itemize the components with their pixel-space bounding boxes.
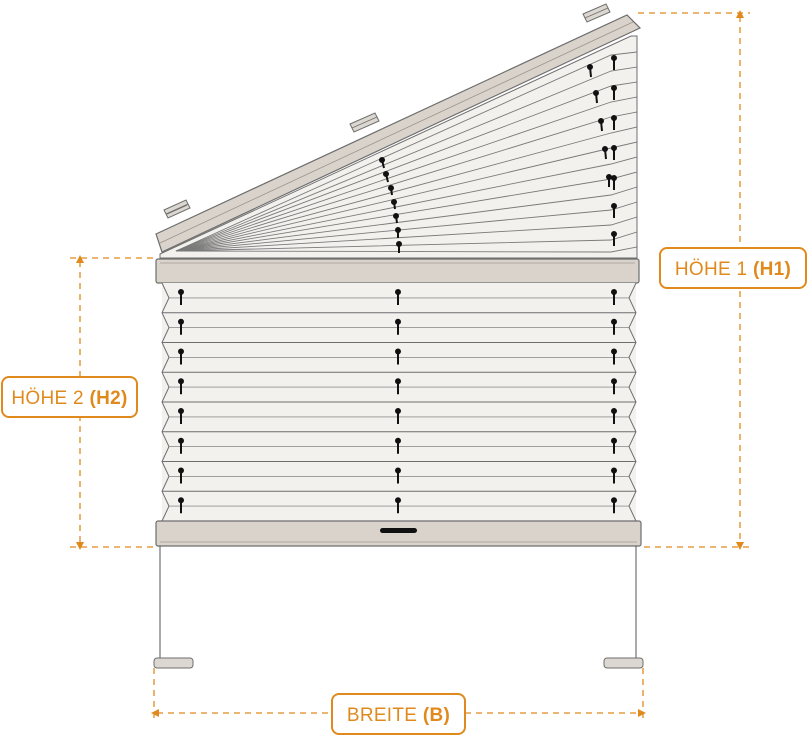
cord-stop-knob <box>178 497 184 504</box>
b-arrow-left <box>151 709 159 717</box>
cord-stop-knob <box>395 437 401 444</box>
floor-bracket-icon <box>153 657 644 669</box>
cord-stop-knob <box>611 467 617 474</box>
sloped-cord-stops <box>379 55 617 253</box>
cord-stop-knob <box>395 497 401 504</box>
cord-stop-knob <box>611 378 617 385</box>
mounting-clip-lines <box>165 7 609 215</box>
cord-stop-knob <box>178 467 184 474</box>
b-arrow-right <box>638 709 646 717</box>
height-2-label: HÖHE 2 (H2) <box>1 376 138 418</box>
h1-arrow-top <box>736 10 744 18</box>
cord-stop-knob <box>395 467 401 474</box>
cord-stop-knob <box>611 289 617 295</box>
cord-stop-knob <box>611 318 617 325</box>
cord-stop-knob <box>611 348 617 355</box>
lower-pleat-lines <box>161 282 637 522</box>
lower-pleated-fabric <box>161 282 637 522</box>
h1-arrow-bottom <box>736 542 744 550</box>
sloped-top-section <box>155 3 642 259</box>
cord-stop-knob <box>611 497 617 504</box>
cord-stop-knob <box>611 437 617 444</box>
dimension-arrowheads <box>76 10 744 717</box>
cord-stop-knob <box>395 318 401 325</box>
cord-stop-knob <box>178 348 184 355</box>
cord-stop-knob <box>178 378 184 385</box>
h2-arrow-top <box>76 255 84 263</box>
sloped-pleat-lines <box>175 51 638 253</box>
height-2-text: HÖHE 2 <box>11 388 90 409</box>
tension-cords <box>159 546 637 658</box>
handle-icon <box>380 528 417 533</box>
width-label: BREITE (B) <box>331 693 466 735</box>
cord-stop-knob <box>178 289 184 295</box>
height-1-label: HÖHE 1 (H1) <box>659 247 807 289</box>
cord-stop-knob <box>178 318 184 325</box>
cord-stop-knob <box>611 408 617 414</box>
height-1-text: HÖHE 1 <box>674 259 753 280</box>
cord-stop-knob <box>395 289 401 295</box>
cord-stop-knob <box>395 378 401 385</box>
cord-stop-knob <box>178 408 184 414</box>
sloped-top-rail <box>155 14 642 253</box>
h2-arrow-bottom <box>76 542 84 550</box>
sloped-rail-inner-line <box>159 21 634 244</box>
bottom-rail <box>155 520 642 547</box>
lower-cord-stops <box>178 289 617 514</box>
width-code: (B) <box>422 705 451 726</box>
height-2-code: (H2) <box>89 388 128 409</box>
sloped-fabric <box>159 35 638 259</box>
height-1-code: (H1) <box>752 259 792 280</box>
cord-stop-knob <box>395 348 401 355</box>
cord-stop-knob <box>178 437 184 444</box>
width-text: BREITE <box>346 705 423 726</box>
cord-stop-knob <box>395 408 401 414</box>
